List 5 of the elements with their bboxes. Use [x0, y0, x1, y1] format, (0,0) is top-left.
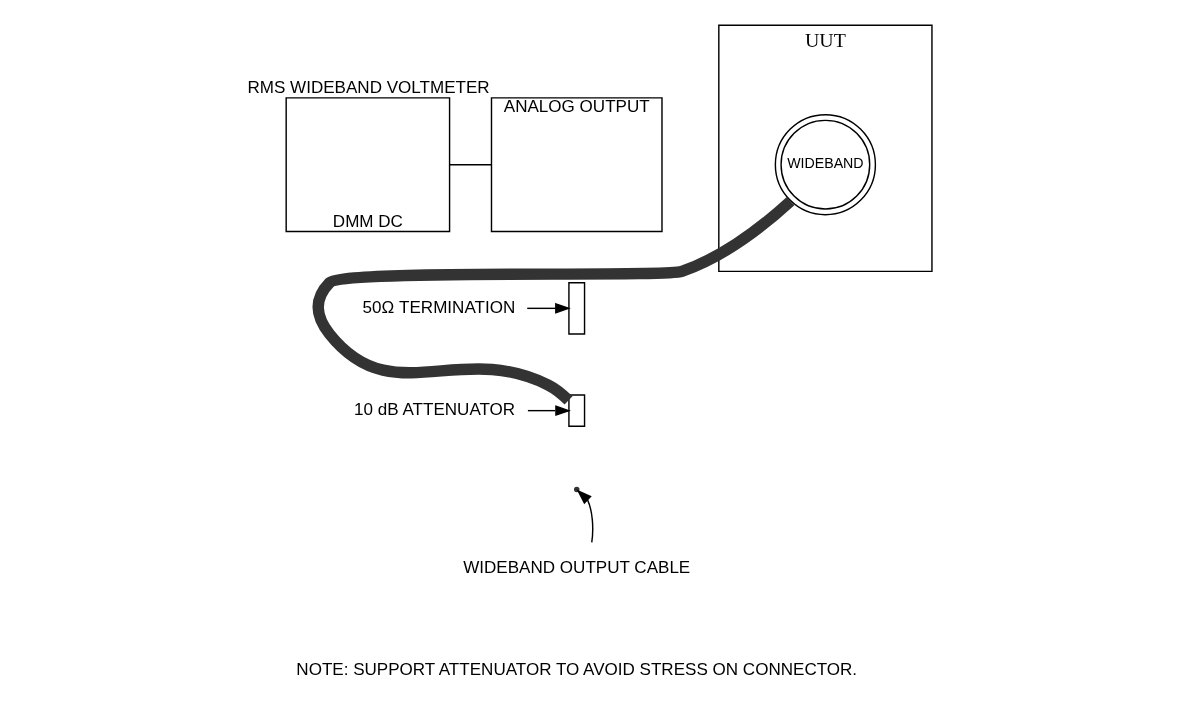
label: NOTE: SUPPORT ATTENUATOR TO AVOID STRESS ON CONNECTOR.: [296, 659, 858, 679]
node-label: RMS WIDEBAND VOLTMETER: [247, 78, 490, 98]
node-text: 50Ω TERMINATION: [362, 297, 516, 317]
node-text: 10 dB ATTENUATOR: [354, 400, 516, 420]
node-text: WIDEBAND OUTPUT CABLE: [463, 557, 691, 577]
